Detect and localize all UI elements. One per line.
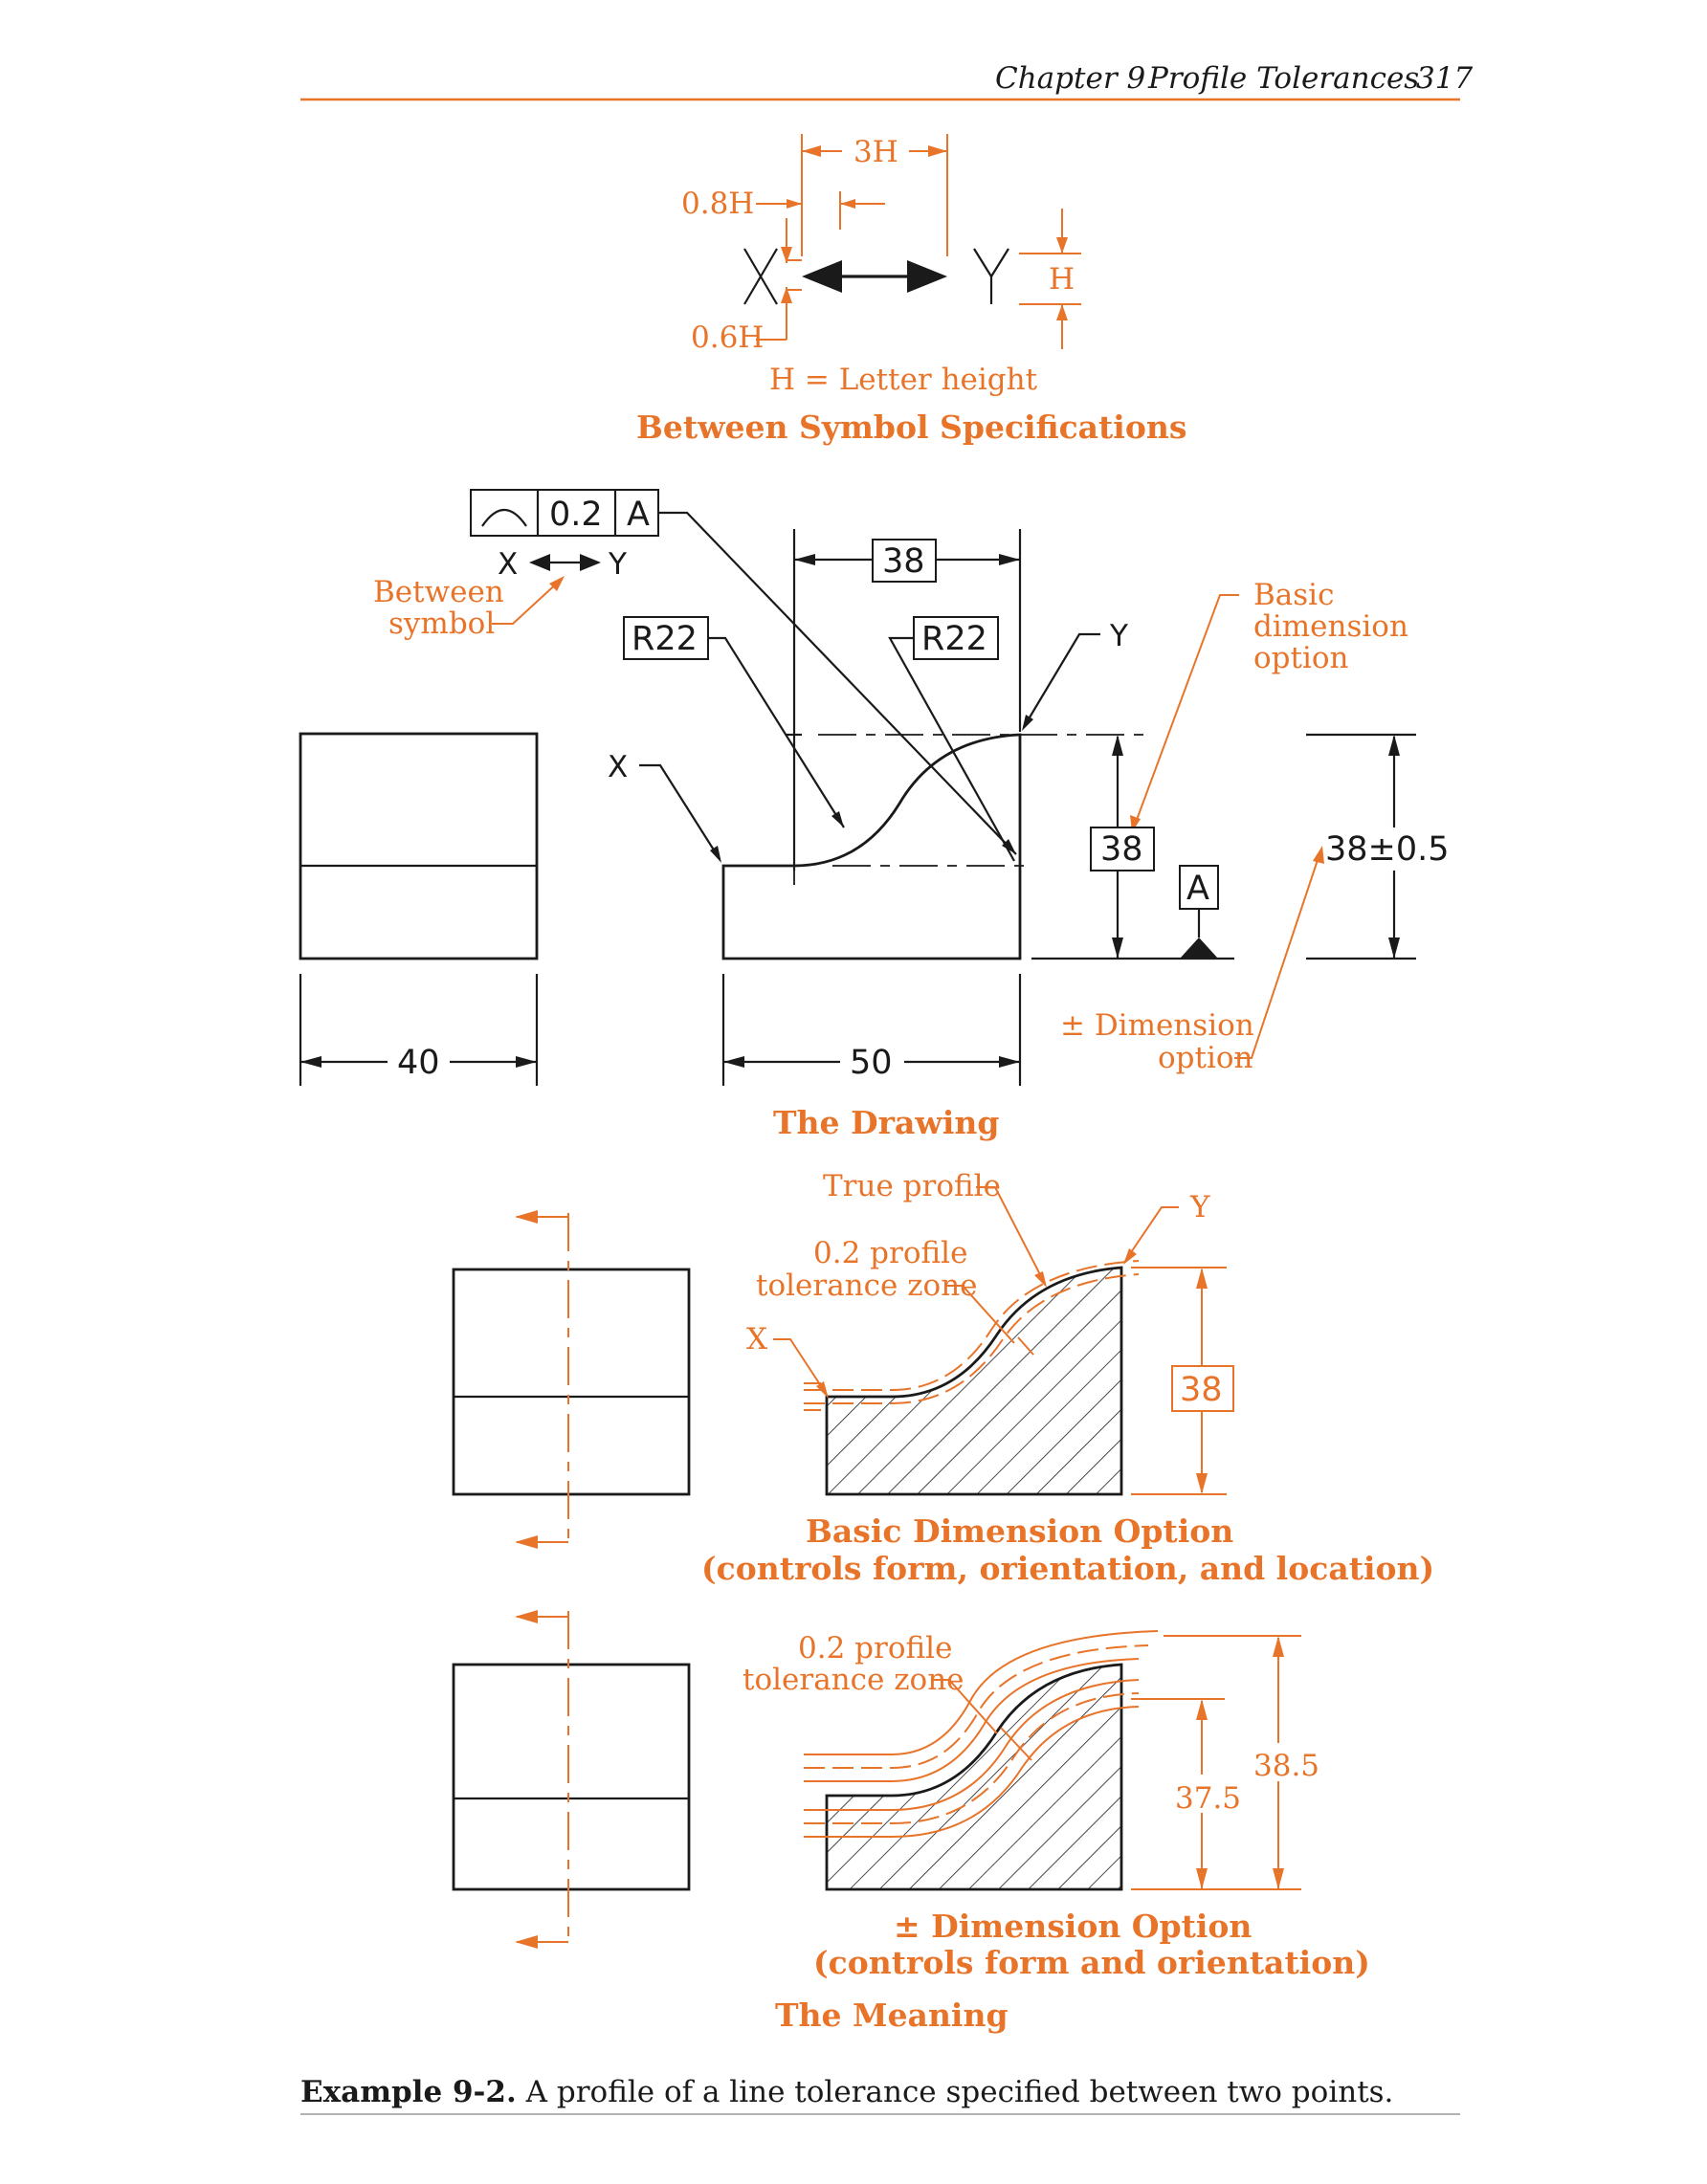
drawing-point-x: X: [608, 750, 628, 784]
header-page-number: 317: [1416, 61, 1473, 96]
zone-label-2: tolerance zone: [756, 1268, 978, 1303]
meaning-title: The Meaning: [775, 1996, 1009, 2034]
the-drawing: 0.2 A X Y Between symbol 38 R22 R22: [299, 489, 1450, 1141]
width-40: 40: [397, 1044, 440, 1082]
symbol-spec-title: Between Symbol Specifications: [636, 408, 1186, 446]
dim-0-6h: 0.6H: [691, 320, 764, 355]
between-symbol-label-1: Between: [373, 575, 504, 609]
caption-text: A profile of a line tolerance specified …: [517, 2075, 1394, 2109]
pm-option-label-1: ± Dimension: [1060, 1008, 1254, 1043]
pm-option-title-2: (controls form and orientation): [813, 1944, 1370, 1981]
left-view: [299, 732, 539, 960]
basic-dim-38-top: 38: [882, 542, 925, 581]
pm-max-height: 38.5: [1253, 1749, 1319, 1783]
dim-h: H: [1049, 262, 1075, 297]
drawing-title: The Drawing: [773, 1104, 999, 1141]
width-50: 50: [850, 1044, 893, 1082]
header-chapter: Chapter 9: [995, 61, 1145, 96]
letter-height-note: H = Letter height: [769, 363, 1038, 397]
basic-option-label-1: Basic: [1253, 578, 1334, 612]
datum-triangle-icon: [1180, 938, 1218, 959]
caption-label: Example 9-2.: [300, 2075, 517, 2109]
between-symbol-label-2: symbol: [388, 607, 495, 641]
drawing-point-y: Y: [1109, 619, 1128, 653]
basic-height-38: 38: [1100, 830, 1143, 869]
front-view-profile: [721, 733, 1022, 960]
page-header: Chapter 9 Profile Tolerances 317: [300, 61, 1473, 101]
zone-label-1: 0.2 profile: [813, 1236, 967, 1270]
plusminus-height: 38±0.5: [1325, 830, 1450, 869]
basic-option-title-2: (controls form, orientation, and locatio…: [701, 1550, 1434, 1587]
between-symbol-spec: 3H 0.8H 0.6H H H = Lette: [636, 134, 1186, 446]
header-section: Profile Tolerances: [1147, 61, 1419, 96]
radius-r22-left: R22: [632, 620, 698, 658]
dim-0-8h: 0.8H: [681, 187, 754, 221]
pm-zone-label-1: 0.2 profile: [798, 1631, 952, 1666]
basic-option-label-2: dimension: [1253, 609, 1408, 644]
fcf-datum: A: [627, 496, 650, 534]
meaning-point-x: X: [746, 1322, 767, 1357]
pm-min-height: 37.5: [1175, 1781, 1241, 1816]
pm-option-title-1: ± Dimension Option: [894, 1908, 1252, 1945]
meaning-point-y: Y: [1189, 1190, 1210, 1224]
fcf-between-x: X: [498, 547, 518, 582]
basic-option-title-1: Basic Dimension Option: [806, 1512, 1233, 1550]
basic-option-label-3: option: [1253, 641, 1349, 675]
meaning-pm-option: 0.2 profile tolerance zone 37.5 38.5 ± D…: [452, 1610, 1370, 1981]
figure-caption: Example 9-2. A profile of a line toleran…: [300, 2075, 1460, 2115]
radius-r22-right: R22: [921, 620, 987, 658]
true-profile-label: True profile: [823, 1169, 1001, 1203]
svg-text:Example 9-2. A profile of a li: Example 9-2. A profile of a line toleran…: [300, 2075, 1393, 2109]
fcf-between-y: Y: [608, 547, 627, 582]
meaning-basic-option: True profile Y 0.2 profile tolerance zon…: [452, 1169, 1434, 1587]
dim-3h: 3H: [854, 135, 898, 169]
pm-zone-label-2: tolerance zone: [743, 1663, 964, 1697]
profile-of-line-icon: [481, 509, 527, 527]
datum-a-label: A: [1186, 870, 1209, 908]
fcf-tolerance: 0.2: [549, 496, 603, 534]
meaning-basic-38: 38: [1180, 1371, 1223, 1409]
